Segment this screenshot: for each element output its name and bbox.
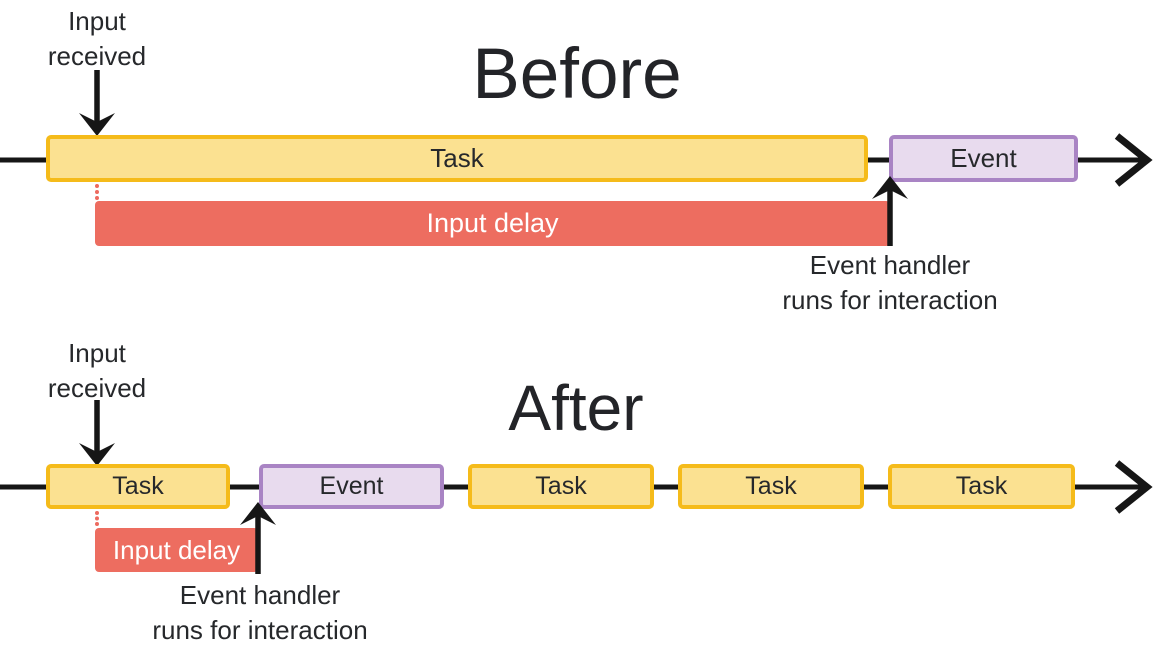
after-task-bar-1: Task bbox=[46, 464, 230, 509]
before-title: Before bbox=[472, 35, 682, 114]
before-input-delay-bar: Input delay bbox=[95, 201, 890, 246]
after-title: After bbox=[508, 372, 644, 444]
after-input-delay-label: Input delay bbox=[112, 534, 241, 565]
after-event-bar-label: Event bbox=[319, 472, 384, 500]
after-input-dotted-connector bbox=[95, 511, 99, 526]
after-event-handler-label: Event handler runs for interaction bbox=[152, 580, 368, 645]
before-event-handler-arrow-up-icon bbox=[872, 176, 908, 246]
before-input-received-label: Input received bbox=[47, 6, 147, 71]
after-event-handler-arrow-up-icon bbox=[240, 502, 276, 574]
before-input-delay-label: Input delay bbox=[426, 208, 559, 238]
after-task-bar-4-label: Task bbox=[955, 472, 1008, 500]
before-event-bar-label: Event bbox=[950, 143, 1017, 173]
after-event-bar: Event bbox=[259, 464, 444, 509]
after-task-bar-4: Task bbox=[888, 464, 1075, 509]
before-task-bar: Task bbox=[46, 135, 868, 182]
after-input-delay-bar: Input delay bbox=[95, 528, 258, 572]
after-task-bar-3-label: Task bbox=[745, 472, 797, 500]
after-task-bar-2-label: Task bbox=[535, 472, 587, 500]
before-input-arrow-down-icon bbox=[79, 70, 115, 136]
before-event-bar: Event bbox=[889, 135, 1078, 182]
before-task-bar-label: Task bbox=[430, 143, 484, 173]
before-input-dotted-connector bbox=[95, 184, 99, 200]
after-task-bar-3: Task bbox=[678, 464, 864, 509]
after-input-received-label: Input received bbox=[47, 338, 147, 403]
after-task-bar-2: Task bbox=[468, 464, 654, 509]
before-event-handler-label: Event handler runs for interaction bbox=[782, 250, 998, 315]
after-input-arrow-down-icon bbox=[79, 400, 115, 466]
after-task-bar-1-label: Task bbox=[112, 472, 164, 500]
